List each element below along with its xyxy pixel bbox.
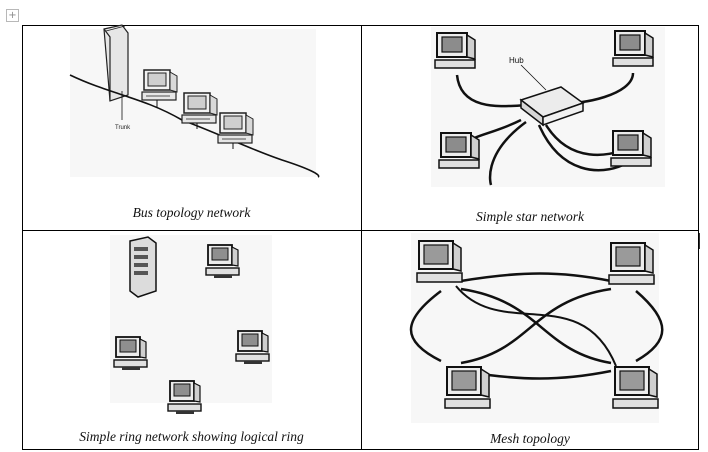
cell-ring-network: Simple ring network showing logical ring (22, 231, 361, 449)
hub-label: Hub (509, 56, 524, 65)
cell-star-network: Hub Simple star network (361, 25, 699, 230)
table-border-top (22, 25, 699, 26)
topology-table: Trunk Bus topology network (22, 24, 699, 450)
table-column-divider (361, 25, 362, 450)
cell-bus-topology: Trunk Bus topology network (22, 24, 361, 230)
caption-ring-network: Simple ring network showing logical ring (79, 429, 304, 444)
table-border-bottom (22, 449, 699, 450)
trunk-label: Trunk (115, 125, 131, 131)
table-border-left (22, 25, 23, 450)
cell-mesh-topology: Mesh topology (361, 231, 699, 449)
bus-topology-diagram: Trunk (69, 24, 320, 178)
caption-bus-topology: Bus topology network (132, 205, 251, 220)
ring-network-diagram (110, 235, 272, 415)
mesh-topology-diagram (409, 233, 664, 423)
star-network-diagram: Hub (431, 27, 665, 187)
table-move-handle-icon[interactable]: + (6, 9, 19, 22)
caption-star-network: Simple star network (476, 209, 584, 224)
table-row-divider (22, 230, 699, 231)
table-border-right (698, 25, 699, 450)
caption-mesh-topology: Mesh topology (490, 431, 570, 446)
text-cursor (699, 233, 700, 249)
